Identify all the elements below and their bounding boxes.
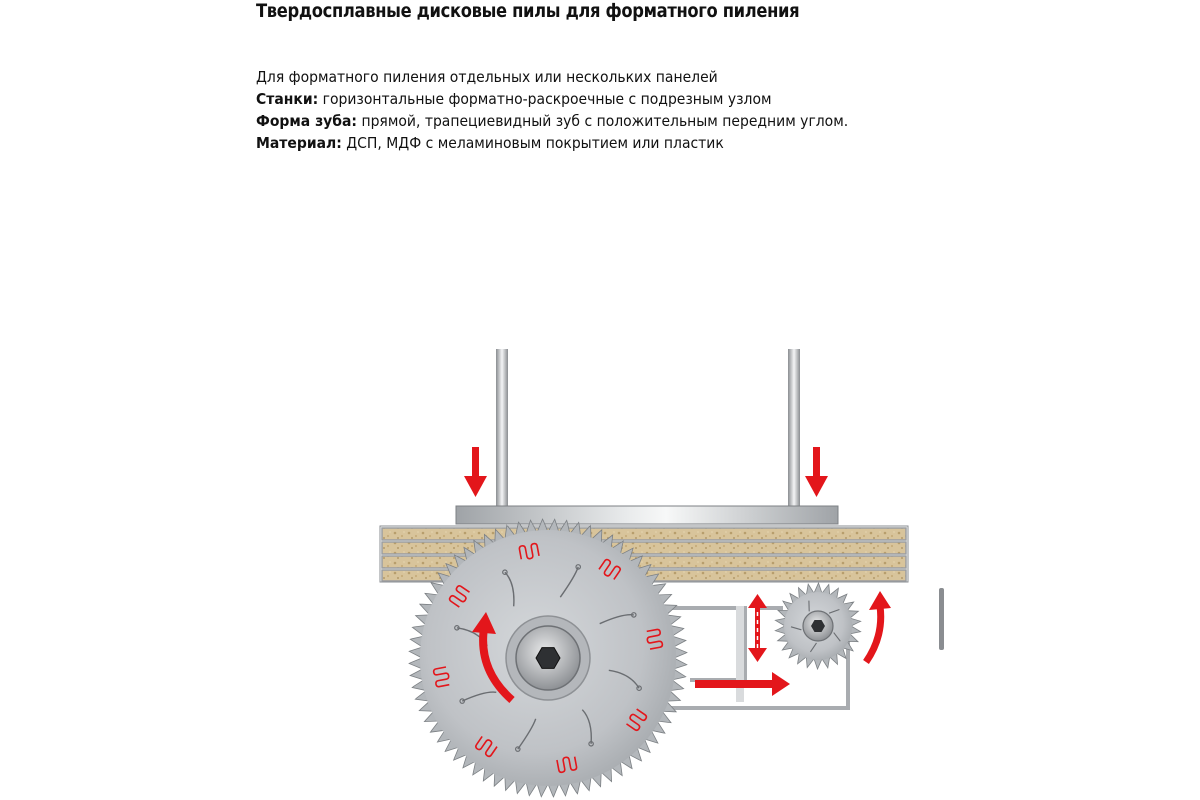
right-pressure-rod: [788, 349, 800, 509]
pressure-beam: [456, 506, 838, 524]
scoring-rotation-arrow-icon: [866, 591, 891, 662]
left-pressure-rod: [496, 349, 508, 509]
right-down-arrow-icon: [805, 447, 828, 497]
panel-layer: [382, 528, 906, 540]
panel-layer: [382, 542, 906, 554]
side-guide-bar: [939, 588, 944, 650]
left-down-arrow-icon: [464, 447, 487, 497]
